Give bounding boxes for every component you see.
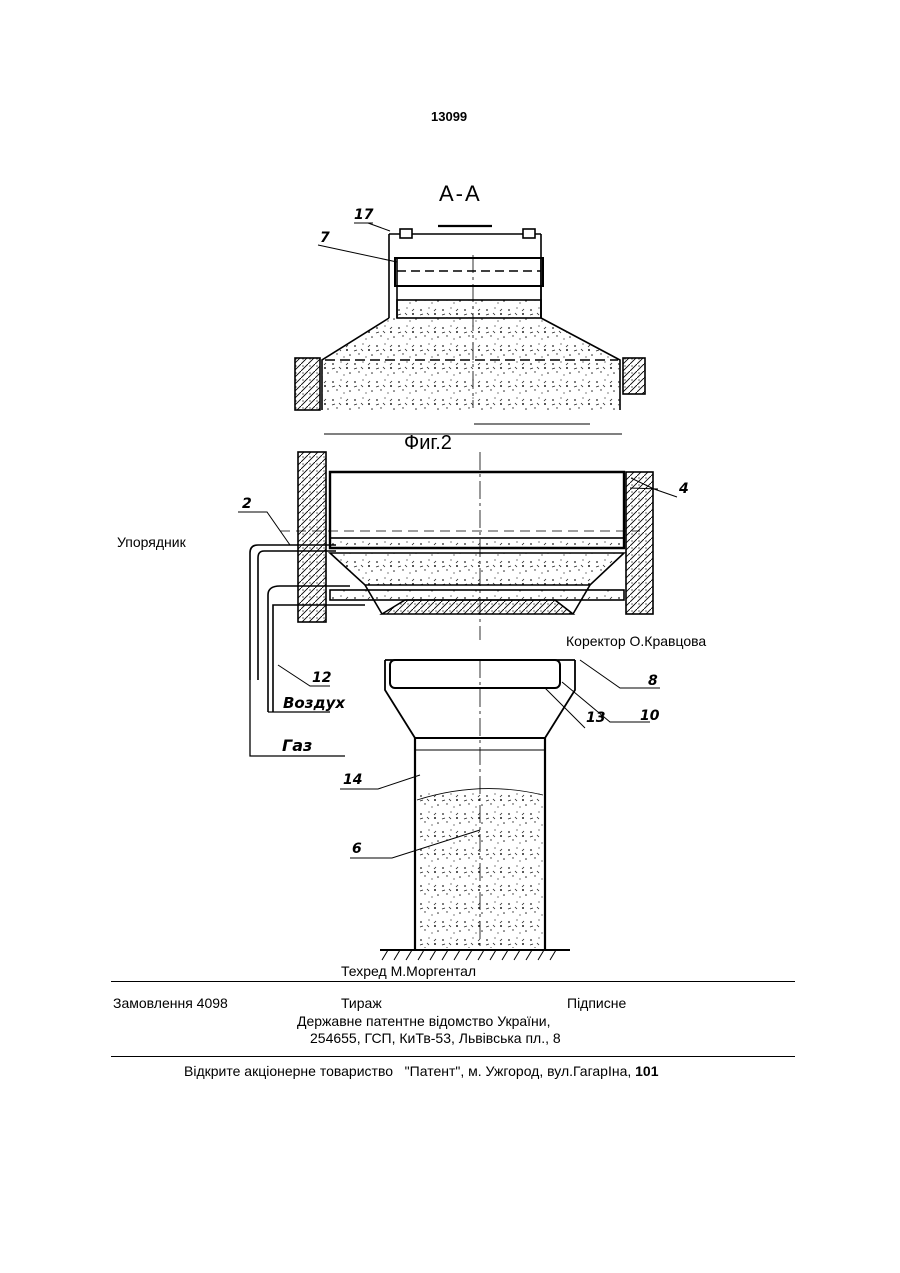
callout-10: 10	[640, 708, 659, 724]
publisher-number: 101	[635, 1063, 658, 1079]
office-line-1: Державне патентне відомство України,	[297, 1013, 551, 1029]
label-air: Воздух	[283, 694, 345, 712]
callout-6: 6	[352, 841, 362, 857]
publisher-text: Відкрите акціонерне товариство "Патент",…	[184, 1063, 635, 1079]
tech-editor-credit: Техред М.Моргентал	[341, 963, 478, 979]
compiler-label: Упорядник	[117, 534, 186, 550]
callout-4: 4	[679, 481, 689, 497]
callout-14: 14	[343, 772, 362, 788]
callout-12: 12	[312, 670, 331, 686]
footer-rule-top	[111, 981, 795, 982]
figure-caption: Фиг.2	[404, 432, 452, 455]
office-line-2: 254655, ГСП, КиТв-53, Львівська пл., 8	[310, 1030, 561, 1046]
circulation-label: Тираж	[341, 995, 382, 1011]
corrector-credit: Коректор О.Кравцова	[566, 633, 710, 649]
section-aa-drawing	[295, 223, 645, 410]
footer-rule-bottom	[111, 1056, 795, 1057]
callout-7: 7	[320, 230, 330, 246]
label-gas: Газ	[282, 736, 312, 755]
publisher-line: Відкрите акціонерне товариство "Патент",…	[184, 1063, 659, 1079]
callout-2: 2	[242, 496, 252, 512]
callout-13: 13	[586, 710, 605, 726]
technical-drawing	[0, 0, 900, 1000]
callout-8: 8	[648, 673, 658, 689]
order-number: Замовлення 4098	[113, 995, 228, 1011]
callout-17: 17	[354, 207, 373, 223]
subscription-label: Підписне	[567, 995, 626, 1011]
